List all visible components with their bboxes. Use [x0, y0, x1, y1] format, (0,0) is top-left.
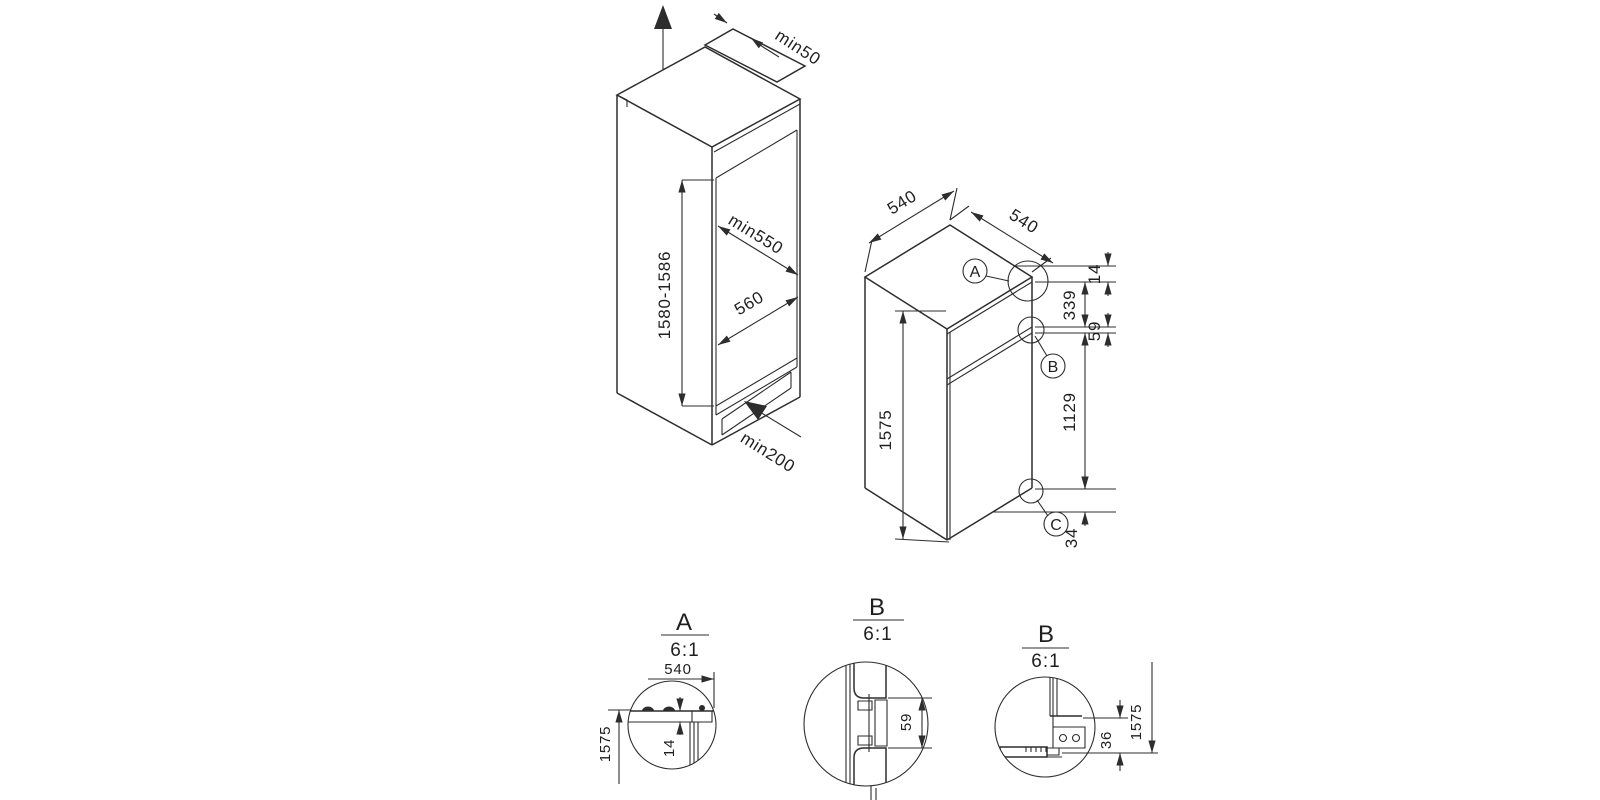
detail-a-dims: 540 1575 14: [597, 661, 715, 784]
detail-c-bracket-label: 36: [1098, 731, 1115, 749]
detail-a-circle: [627, 680, 717, 770]
detail-a-depth-label: 540: [664, 661, 691, 678]
niche-cabinet-outline: [615, 46, 802, 446]
appliance-isometric-view: A B C 540 540 1575: [863, 186, 1116, 548]
detail-a-scale: 6:1: [670, 640, 699, 661]
detail-a-section: [628, 705, 716, 769]
niche-depth-label: min550: [725, 210, 787, 258]
callout-b: B: [1034, 335, 1066, 379]
appliance-height-label: 1575: [876, 409, 895, 450]
detail-a-view: A 6:1 540 1575 14: [597, 609, 717, 784]
detail-b-circle: [803, 661, 929, 787]
appliance-width-label: 540: [1006, 205, 1042, 237]
wall-spacer-strip: [703, 28, 807, 83]
niche-bottom-clearance-dim: min200: [737, 401, 802, 476]
detail-a-top-gap-label: 14: [661, 739, 678, 757]
appliance-top-gap-label: 14: [1085, 264, 1104, 285]
callout-c-label: C: [1050, 517, 1062, 534]
appliance-upper-section-label: 339: [1060, 290, 1079, 321]
detail-b-label: B: [869, 594, 885, 621]
detail-highlight-circles: [1007, 260, 1049, 504]
appliance-outline: [863, 224, 1034, 541]
detail-c-label: B: [1038, 621, 1054, 648]
niche-width-dim: 560: [717, 287, 799, 346]
niche-isometric-view: min50 1580-1586 min550 560 min200: [615, 5, 824, 476]
callout-a-label: A: [970, 264, 981, 281]
appliance-bottom-gap-label: 34: [1062, 528, 1081, 549]
niche-height-dim: 1580-1586: [655, 179, 714, 407]
callout-b-label: B: [1048, 359, 1059, 376]
detail-b-section: [845, 662, 888, 786]
appliance-lower-section-label: 1129: [1060, 392, 1079, 432]
detail-b-view: B 6:1 59: [803, 594, 932, 800]
niche-width-label: 560: [731, 287, 767, 319]
detail-a-label: A: [676, 609, 692, 636]
detail-c-height-label: 1575: [1128, 704, 1145, 741]
airflow-up-arrow-icon: [654, 5, 672, 70]
detail-c-view: B 6:1 36 1575: [994, 621, 1158, 778]
detail-c-dims: 36 1575: [1062, 662, 1158, 771]
detail-c-circle: [994, 676, 1096, 778]
niche-bottom-clearance-label: min200: [737, 428, 798, 476]
appliance-right-dim-stack: 14 339 59 1129 34: [993, 252, 1116, 548]
detail-b-scale: 6:1: [863, 624, 892, 645]
callout-a: A: [962, 258, 1010, 284]
appliance-width-dim: 540: [949, 205, 1054, 273]
appliance-depth-label: 540: [884, 186, 920, 218]
niche-depth-dim: min550: [717, 210, 799, 276]
detail-b-dims: 59: [888, 697, 932, 749]
appliance-hinge-gap-label: 59: [1085, 321, 1104, 342]
detail-c-scale: 6:1: [1031, 651, 1060, 672]
detail-b-hinge-gap-label: 59: [898, 713, 915, 731]
niche-height-label: 1580-1586: [655, 251, 674, 340]
appliance-height-dim: 1575: [876, 310, 950, 543]
detail-a-height-label: 1575: [597, 726, 614, 763]
